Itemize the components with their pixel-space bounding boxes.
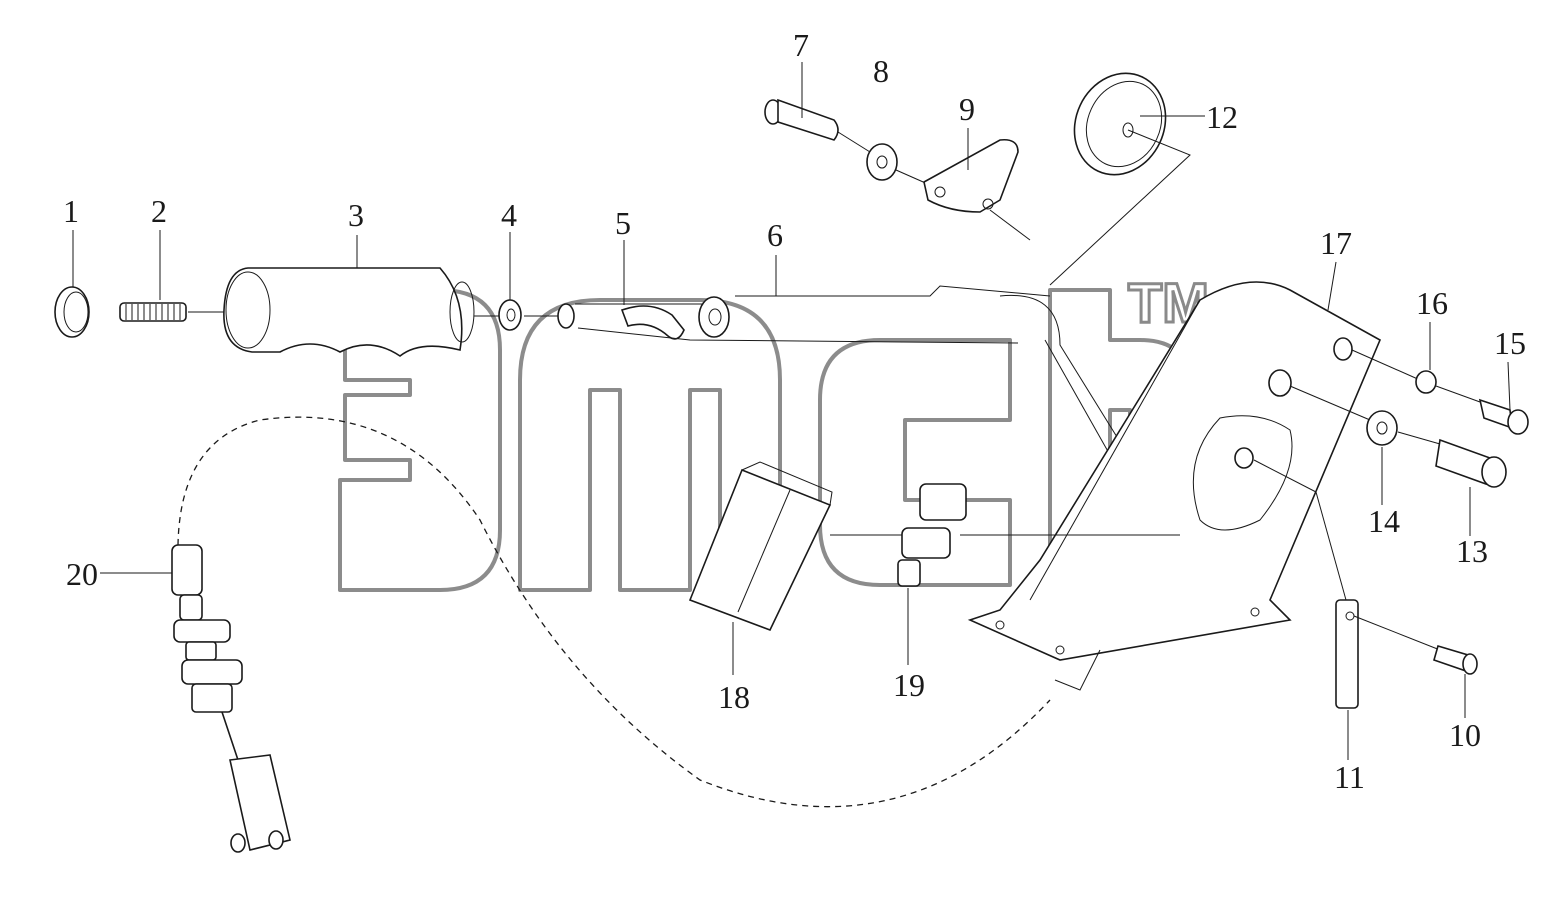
- part-5-pin: [524, 303, 718, 340]
- part-16-washer: [1351, 349, 1437, 394]
- callout-20: 20: [66, 556, 98, 592]
- callout-16: 16: [1416, 285, 1448, 321]
- part-14-washer: [1289, 385, 1398, 446]
- callout-2: 2: [151, 193, 167, 229]
- part-15-bolt: [1435, 385, 1529, 435]
- callout-8: 8: [873, 53, 889, 89]
- part-20-cable: [171, 416, 1051, 853]
- watermark-tm: TM: [1128, 271, 1209, 334]
- leader-lines: [72, 62, 1511, 760]
- part-12-gear: [1049, 72, 1191, 286]
- callout-9: 9: [959, 91, 975, 127]
- part-19-switch: [897, 483, 1180, 587]
- part-17-bracket: [967, 281, 1382, 691]
- callout-19: 19: [893, 667, 925, 703]
- part-11-rod: [1253, 459, 1359, 709]
- part-13-pin: [1397, 431, 1507, 488]
- callout-3: 3: [348, 197, 364, 233]
- callout-13: 13: [1456, 533, 1488, 569]
- callout-1: 1: [63, 193, 79, 229]
- part-2-spring: [119, 302, 224, 322]
- callout-6: 6: [767, 217, 783, 253]
- callout-4: 4: [501, 197, 517, 233]
- part-9-pawl: [923, 138, 1031, 241]
- part-1-cap: [54, 286, 90, 338]
- part-6-lever: [577, 285, 1126, 456]
- callout-10: 10: [1449, 717, 1481, 753]
- part-10-pin: [1353, 615, 1478, 675]
- part-18-pad: [688, 461, 920, 632]
- callout-12: 12: [1206, 99, 1238, 135]
- part-8-washer: [866, 143, 931, 186]
- callout-11: 11: [1334, 759, 1365, 795]
- callout-14: 14: [1368, 503, 1400, 539]
- callout-labels: 1 2 3 4 5 6 7 8 9 10 11 12 13 14 15 16 1…: [63, 27, 1526, 795]
- callout-18: 18: [718, 679, 750, 715]
- callout-7: 7: [793, 27, 809, 63]
- callout-17: 17: [1320, 225, 1352, 261]
- callout-15: 15: [1494, 325, 1526, 361]
- part-3-grip: [223, 267, 475, 357]
- part-7-clevis-pin: [764, 98, 871, 153]
- callout-5: 5: [615, 205, 631, 241]
